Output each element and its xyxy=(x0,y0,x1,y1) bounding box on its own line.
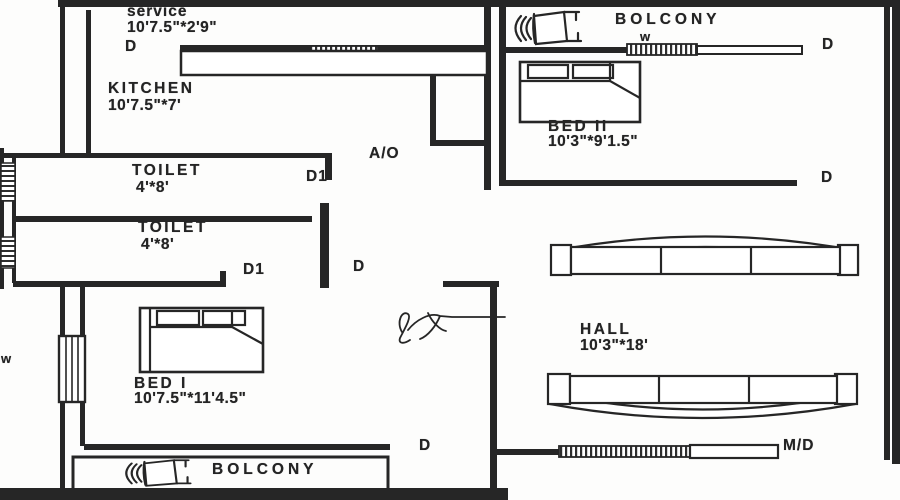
double-bed-icon xyxy=(518,60,642,124)
main-door-track xyxy=(558,445,691,458)
main-door-leaf xyxy=(688,443,780,460)
bed1-window xyxy=(57,334,87,404)
kitchen-counter xyxy=(179,49,489,77)
balcony-bottom-outline xyxy=(71,455,390,492)
double-bed-icon xyxy=(138,306,265,374)
room-label-service: service xyxy=(127,3,188,20)
door1-label: D1 xyxy=(243,261,265,278)
door-label: D xyxy=(821,169,834,186)
armchair-icon xyxy=(125,459,192,487)
main-door-label: M/D xyxy=(783,437,815,454)
door-label: D xyxy=(353,258,366,275)
room-dims-bed2: 10'3"*9'1.5" xyxy=(548,133,639,150)
room-label-bed2: BED II xyxy=(548,118,609,135)
room-label-kitchen: KITCHEN xyxy=(108,80,195,97)
room-dims-toilet1: 4'*8' xyxy=(136,179,170,196)
balcony-top-sill xyxy=(696,45,803,55)
room-dims-bed1: 10'7.5"*11'4.5" xyxy=(134,390,247,407)
armchair-icon xyxy=(514,10,583,46)
room-dims-service: 10'7.5"*2'9" xyxy=(127,19,218,36)
door-label: D xyxy=(419,437,432,454)
toilet2-window xyxy=(0,236,16,269)
room-dims-kitchen: 10'7.5"*7' xyxy=(108,97,182,114)
room-label-hall: HALL xyxy=(580,321,632,338)
door-label: D xyxy=(822,36,835,53)
three-seat-sofa-icon xyxy=(549,235,860,277)
window-label: w xyxy=(1,351,13,366)
room-label-balcony-bottom: BOLCONY xyxy=(212,461,318,478)
air-opening-label: A/O xyxy=(369,145,400,162)
door-label: D xyxy=(125,38,138,55)
room-dims-hall: 10'3"*18' xyxy=(580,337,649,354)
three-seat-sofa-icon xyxy=(546,372,859,420)
room-label-balcony-top: BOLCONY xyxy=(615,11,721,28)
handwritten-scribble-icon xyxy=(398,312,506,344)
room-label-bed1: BED I xyxy=(134,375,188,392)
balcony-top-window xyxy=(626,43,698,56)
room-label-toilet1: TOILET xyxy=(132,162,202,179)
toilet1-window xyxy=(0,162,16,202)
door1-label: D1 xyxy=(306,168,328,185)
room-dims-toilet2: 4'*8' xyxy=(141,236,175,253)
room-label-toilet2: TOILET xyxy=(138,219,208,236)
window-label: w xyxy=(640,29,652,44)
